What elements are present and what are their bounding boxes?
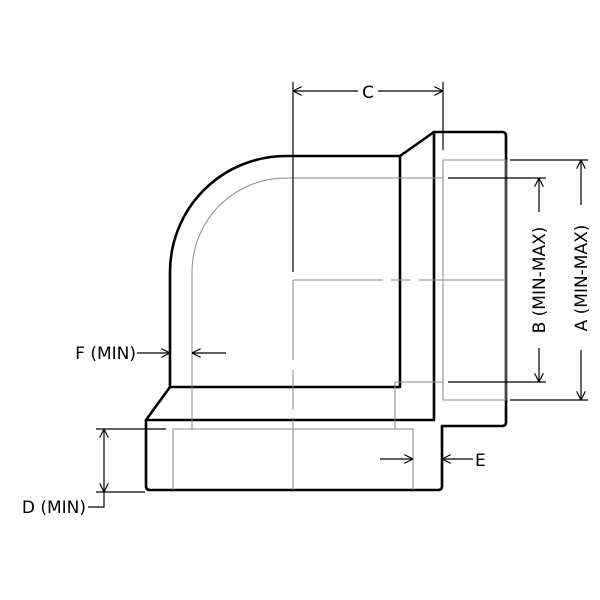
dimension-a: A (MIN-MAX): [510, 159, 592, 401]
centerlines: [292, 279, 506, 490]
elbow-outline: [144, 130, 508, 492]
label-c: C: [362, 83, 374, 103]
label-f: F (MIN): [75, 344, 136, 364]
dimension-d: D (MIN): [22, 428, 166, 518]
dimension-b: B (MIN-MAX): [448, 177, 550, 383]
label-d: D (MIN): [22, 498, 86, 518]
dimension-e: E: [380, 451, 486, 471]
label-e: E: [475, 451, 486, 471]
inner-bore-lines: [172, 159, 507, 490]
label-b: B (MIN-MAX): [530, 227, 550, 334]
label-a: A (MIN-MAX): [572, 225, 592, 332]
dimension-f: F (MIN): [75, 344, 226, 364]
dimension-c: C: [292, 82, 444, 272]
